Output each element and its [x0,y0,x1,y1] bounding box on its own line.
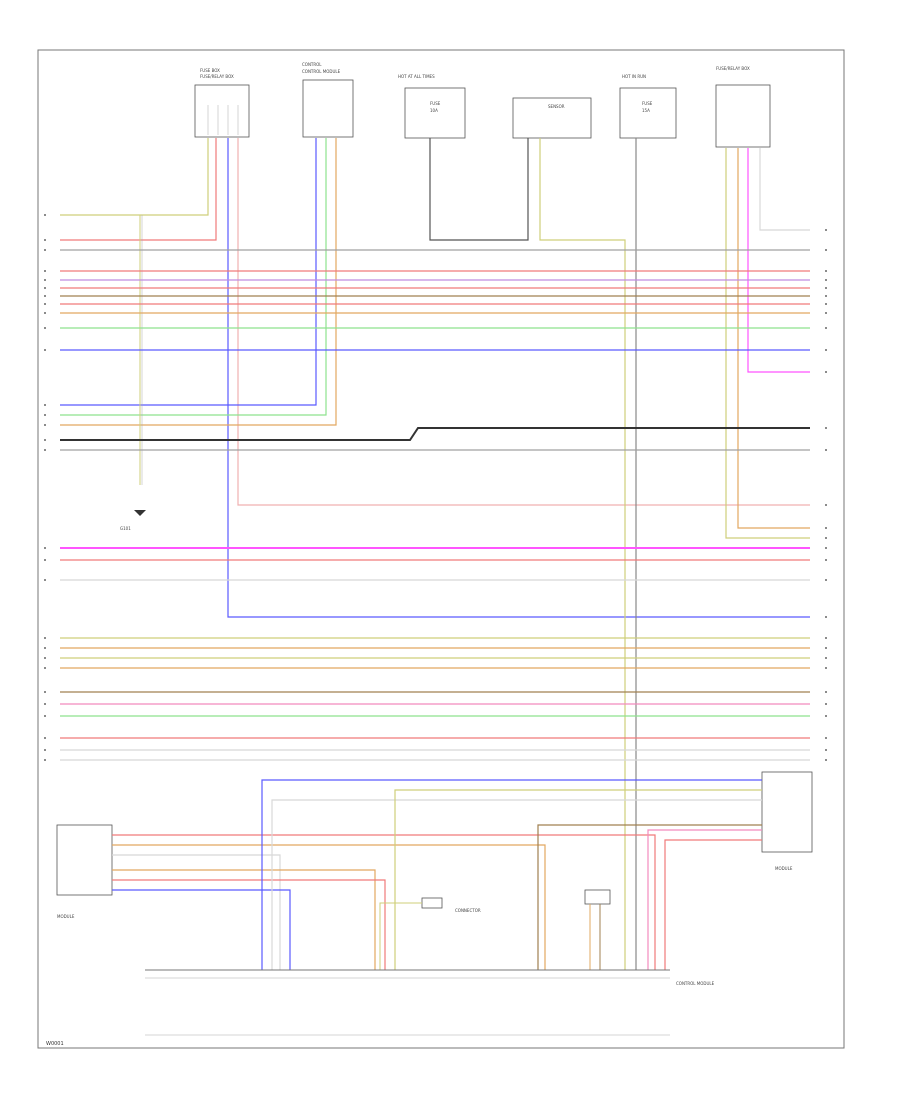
top-hot-a-label: HOT AT ALL TIMES [398,74,435,79]
top-hot-b: HOT IN RUN FUSE 15A [619,74,677,139]
diagram-code: W0001 [46,1041,64,1047]
top-fuse-box-b: FUSE/RELAY BOX [715,66,771,148]
top-hot-b-label: HOT IN RUN [622,74,646,79]
left-terminals [44,214,46,761]
top-vertical-wires [60,138,810,970]
top-hot-a: HOT AT ALL TIMES FUSE 10A [398,74,466,139]
diagram-frame [37,49,845,1049]
top-module-b: CONTROL CONTROL MODULE [302,62,354,138]
top-sensor-label: SENSOR [548,104,565,109]
svg-text:FUSE: FUSE [430,101,441,106]
svg-text:FUSE BOX: FUSE BOX [200,68,220,73]
horizontal-bus-wires [60,249,810,761]
bottom-module-label: CONTROL MODULE [676,981,715,986]
top-fuse-box-b-label: FUSE/RELAY BOX [716,66,750,71]
right-module-label: MODULE [775,866,793,871]
bottom-module: CONTROL MODULE [145,969,715,1036]
left-module-label: MODULE [57,914,75,919]
svg-text:CONTROL: CONTROL [302,62,322,67]
svg-text:FUSE: FUSE [642,101,653,106]
mid-component: CONNECTOR [379,889,611,970]
top-fuse-box-a-label: FUSE/RELAY BOX [200,74,234,79]
right-module-wires [261,779,762,970]
svg-text:15A: 15A [642,108,650,113]
left-module-wires [112,834,656,970]
svg-text:10A: 10A [430,108,438,113]
top-fuse-box-a: FUSE BOX FUSE/RELAY BOX [194,68,250,138]
top-sensor: SENSOR [512,97,592,139]
top-module-b-label: CONTROL MODULE [302,69,341,74]
right-module: MODULE [761,771,813,871]
ground-wire: G101 [120,215,146,531]
right-terminals [825,229,827,761]
mid-component-label: CONNECTOR [455,908,481,913]
left-module: MODULE [56,824,113,919]
ground-label: G101 [120,526,131,531]
